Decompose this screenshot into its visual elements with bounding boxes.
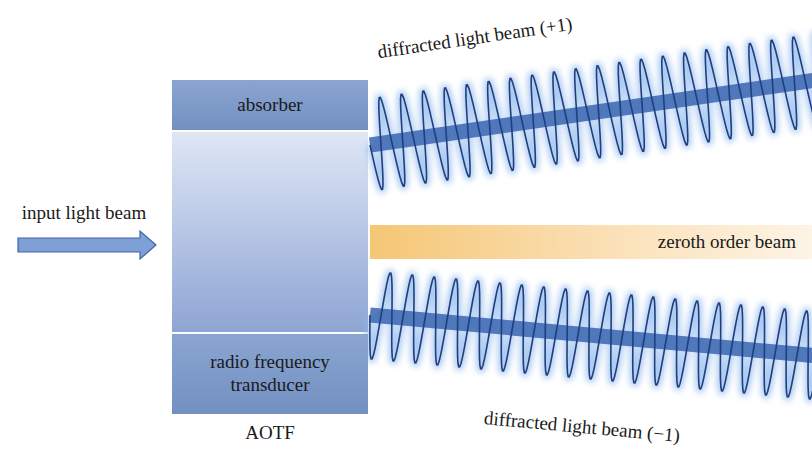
zeroth-order-band: zeroth order beam (370, 225, 812, 259)
diffracted-beams (370, 34, 812, 399)
node-text: radio frequency transducer (195, 351, 345, 397)
light-wave (370, 273, 812, 399)
diffracted-beam (370, 34, 812, 189)
wave-glow (370, 34, 812, 189)
beam-label: diffracted light beam (+1) (376, 13, 574, 63)
light-wave (370, 34, 812, 189)
beam-axis (370, 78, 812, 145)
input-arrow (18, 231, 156, 259)
node-text: zeroth order beam (658, 231, 796, 254)
device-label: AOTF (245, 422, 295, 444)
transducer-box: radio frequency transducer (172, 334, 368, 414)
node-text: absorber (237, 94, 302, 117)
absorber-box: absorber (172, 80, 368, 130)
crystal (172, 132, 368, 332)
wave-glow (370, 273, 812, 399)
beam-label: diffracted light beam (−1) (483, 407, 681, 447)
input-label: input light beam (22, 202, 147, 224)
diffracted-beam (370, 273, 812, 399)
